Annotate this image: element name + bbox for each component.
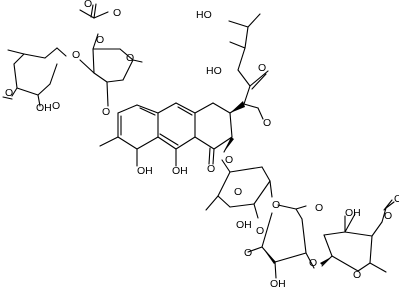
atom-labels: HO O HO O O O O O OH O O O OH OH O O O O…	[5, 0, 399, 290]
atom-label-o-h: O	[126, 52, 134, 64]
atom-label-o-u: O	[256, 225, 264, 237]
atom-label-ho-c: HO	[206, 65, 222, 77]
atom-label-o-l: O	[102, 106, 110, 118]
atom-label-o-ac: O	[244, 247, 252, 259]
atom-label-o-r: O	[234, 186, 242, 198]
atom-label-o-x: O	[315, 202, 323, 214]
atom-label-o-ab: O	[394, 193, 399, 205]
atom-label-o-g: O	[72, 49, 80, 61]
atom-label-oh-j: OH	[36, 102, 52, 114]
atom-label-o-q: O	[225, 154, 233, 166]
atom-label-o-b: O	[113, 7, 121, 19]
stereo-wedges	[224, 101, 333, 265]
atom-label-o-m: O	[263, 117, 271, 129]
atom-label-o-p: O	[207, 163, 215, 175]
atom-label-o-s: O	[272, 199, 280, 211]
atom-label-o-i: O	[52, 100, 60, 112]
atom-label-oh-v: OH	[270, 278, 286, 290]
atom-label-o-aa: O	[384, 210, 392, 222]
atom-label-o-e: O	[84, 0, 92, 10]
atom-label-o-k: O	[5, 87, 13, 99]
atom-label-o-w: O	[309, 257, 317, 269]
atom-label-o-y: O	[353, 269, 361, 281]
atom-label-oh-z: OH	[345, 207, 361, 219]
atom-label-oh-o: OH	[172, 165, 188, 177]
atom-label-oh-n: OH	[137, 165, 153, 177]
atom-label-ho-a: HO	[196, 9, 212, 21]
atom-label-oh-t: OH	[236, 219, 252, 231]
atom-label-o-d: O	[258, 62, 266, 74]
atom-label-o-f: O	[96, 34, 104, 46]
bond-network	[2, 3, 395, 279]
